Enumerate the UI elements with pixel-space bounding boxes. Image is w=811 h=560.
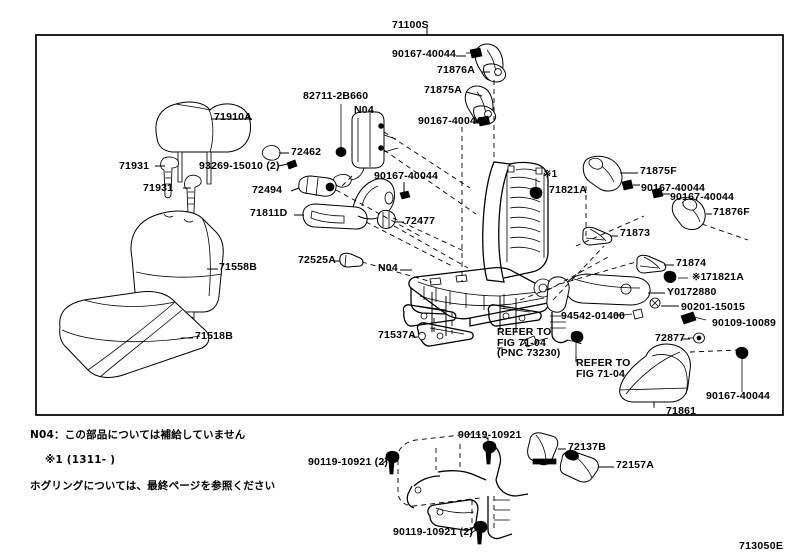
headrest-support-a-art	[160, 156, 180, 199]
callout-72477: 72477	[405, 215, 436, 227]
arm-pad-Y0172880-art	[565, 273, 651, 306]
seatbelt-buckle-art	[523, 276, 584, 356]
callout-Y0172880: Y0172880	[667, 286, 717, 298]
fastener-90167-arm-art	[735, 346, 749, 392]
callout-71931-a: 71931	[119, 160, 150, 172]
refer-block-73230: REFER TO FIG 71-04 (PNC 73230)	[497, 327, 560, 359]
fastener-90109-art	[680, 311, 707, 325]
callout-N04-top: N04	[354, 104, 374, 116]
note-hogring: ホグリングについては、最終ページを参照ください	[30, 480, 276, 492]
bracket-72157A-art	[559, 449, 599, 483]
leader-lines	[155, 55, 712, 535]
fastener-71821A-b-art	[663, 270, 688, 283]
callout-71518B: 71518B	[195, 330, 233, 342]
headrest-assembly-art	[155, 101, 251, 185]
fastener-82711-art	[335, 104, 347, 157]
bolt-90119-left-art	[385, 450, 400, 475]
fastener-90167-r2-art	[651, 187, 664, 199]
refer-73230-line3: (PNC 73230)	[497, 347, 561, 359]
bracket-72137B-art	[527, 432, 559, 466]
callout-72137B: 72137B	[568, 441, 606, 453]
fastener-72877-art	[688, 332, 705, 344]
callout-71821A: 71821A	[549, 184, 587, 196]
callout-90167-arm: 90167-40044	[706, 390, 771, 402]
headrest-support-b-art	[184, 174, 202, 217]
note-n04: N04：この部品については補給していません	[30, 429, 246, 441]
callout-71931-b: 71931	[143, 182, 174, 194]
callout-71875F: 71875F	[640, 165, 677, 177]
callout-93269-15010: 93269-15010 (2)	[199, 160, 280, 172]
callout-90119-left: 90119-10921 (2)	[308, 456, 389, 468]
callout-star1-71821A: ※1	[543, 169, 558, 180]
callout-90167-r2: 90167-40044	[670, 191, 735, 203]
callout-90167-mid: 90167-40044	[374, 170, 439, 182]
callout-71876A: 71876A	[437, 64, 475, 76]
callout-90201-15015: 90201-15015	[681, 301, 746, 313]
main-frame-border	[35, 34, 784, 416]
figure-title: 71100S	[392, 19, 429, 31]
callout-72525A: 72525A	[298, 254, 336, 266]
fastener-90201-art	[649, 297, 661, 309]
callout-90109-10089: 90109-10089	[712, 317, 777, 329]
callout-94542-01400: 94542-01400	[561, 310, 626, 322]
callout-90119-bot: 90119-10921 (2)	[393, 526, 474, 538]
callout-82711-2B660: 82711-2B660	[303, 90, 369, 102]
refer-7104-line2: FIG 71-04	[576, 367, 626, 380]
callout-72494: 72494	[252, 184, 283, 196]
panel-N04-art	[333, 111, 399, 188]
refer-block-7104: REFER TO FIG 71-04	[576, 358, 631, 379]
figure-footer-code: 713050E	[739, 540, 784, 552]
callout-71873: 71873	[620, 227, 651, 239]
note-star1: ※1 (1311- )	[45, 454, 116, 466]
fastener-90167-top-art	[466, 47, 483, 59]
callout-90167-r1: 90167-40044	[641, 182, 706, 194]
callout-71874: 71874	[676, 257, 707, 269]
lever-71811D-art	[302, 178, 395, 230]
callout-72157A: 72157A	[616, 459, 654, 471]
callout-90119-top: 90119-10921	[458, 429, 522, 441]
callout-90167-upper2: 90167-40044	[418, 115, 483, 127]
callout-71558B: 71558B	[219, 261, 257, 273]
callout-72462: 72462	[291, 146, 322, 158]
callout-71876F: 71876F	[713, 206, 750, 218]
bracket-71874-art	[636, 254, 667, 274]
clip-72477-art	[376, 209, 396, 229]
knob-72494-art	[298, 175, 337, 197]
clip-72525A-art	[339, 252, 364, 268]
callout-71537A: 71537A	[378, 329, 416, 341]
grommet-72462-art	[261, 145, 281, 161]
fastener-71821A-a-art	[529, 178, 543, 199]
fastener-94542-art	[623, 308, 644, 320]
bracket-71873-art	[582, 226, 613, 246]
callout-71910A: 71910A	[214, 111, 252, 123]
fastener-90167-mid-art	[399, 182, 411, 200]
lower-subassembly-art	[397, 433, 529, 540]
assembly-guides	[335, 80, 749, 353]
seat-cushion-art	[59, 291, 210, 378]
callout-71811D: 71811D	[250, 207, 288, 219]
callout-71875A: 71875A	[424, 84, 462, 96]
fastener-90167-r1-art	[621, 179, 634, 191]
callout-71821A-b: 71821A	[706, 271, 744, 283]
bracket-71875F-art	[582, 155, 623, 192]
callout-90167-top: 90167-40044	[392, 48, 457, 60]
refer-7104-line1: REFER TO	[576, 357, 631, 369]
armrest-art	[619, 343, 691, 408]
callout-star1-b: ※1	[692, 272, 707, 283]
refer-73230-line1: REFER TO	[497, 326, 552, 338]
bracket-71876F-art	[671, 197, 706, 231]
bolt-90119-top-art	[482, 437, 497, 465]
bracket-71876A-art	[474, 43, 507, 83]
callout-72877: 72877	[655, 332, 686, 344]
callout-71861: 71861	[666, 405, 697, 417]
seat-frame-art	[402, 161, 554, 347]
callout-N04-mid: N04	[378, 262, 398, 274]
clip-93269-art	[286, 159, 298, 170]
refer-73230-line2: FIG 71-04	[497, 336, 547, 349]
bolt-90119-bot-art	[473, 520, 488, 545]
